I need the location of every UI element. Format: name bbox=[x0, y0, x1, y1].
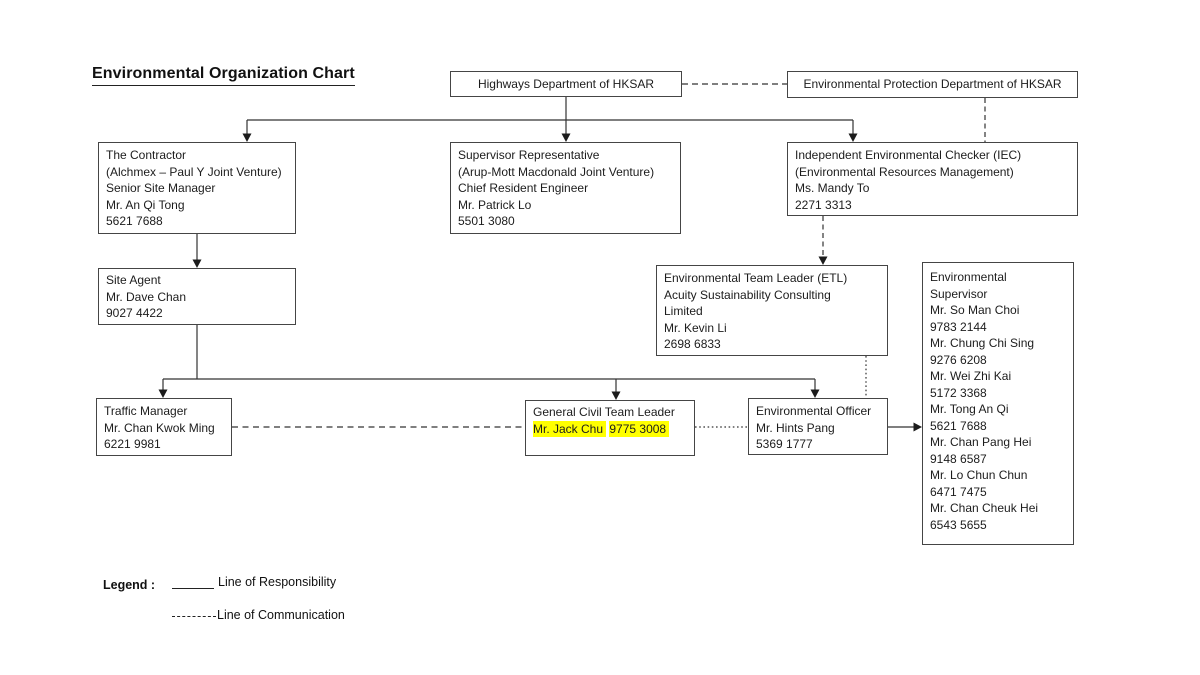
responsibility-line-top bbox=[246, 97, 854, 134]
node-environmental-officer: Environmental Officer Mr. Hints Pang 536… bbox=[748, 398, 888, 455]
node-role-label: General Civil Team Leader bbox=[533, 405, 675, 419]
highlighted-phone: 9775 3008 bbox=[609, 420, 670, 437]
node-label: Environmental Team Leader (ETL) Acuity S… bbox=[664, 271, 848, 351]
legend-responsibility-label: Line of Responsibility bbox=[218, 575, 337, 589]
arrowhead-etl bbox=[818, 256, 828, 265]
node-label: Site Agent Mr. Dave Chan 9027 4422 bbox=[106, 273, 187, 320]
node-environmental-supervisor: Environmental Supervisor Mr. So Man Choi… bbox=[922, 262, 1074, 545]
node-label: Independent Environmental Checker (IEC) … bbox=[795, 148, 1022, 212]
arrowhead-env-supervisor bbox=[913, 422, 922, 432]
node-environmental-protection-department: Environmental Protection Department of H… bbox=[787, 71, 1078, 98]
page-title: Environmental Organization Chart bbox=[92, 65, 355, 86]
legend-title: Legend : bbox=[103, 578, 156, 592]
node-independent-environmental-checker: Independent Environmental Checker (IEC) … bbox=[787, 142, 1078, 216]
highlighted-name: Mr. Jack Chu bbox=[533, 420, 607, 437]
node-traffic-manager: Traffic Manager Mr. Chan Kwok Ming 6221 … bbox=[96, 398, 232, 456]
node-site-agent: Site Agent Mr. Dave Chan 9027 4422 bbox=[98, 268, 296, 325]
node-general-civil-team-leader: General Civil Team Leader Mr. Jack Chu 9… bbox=[525, 400, 695, 456]
node-label: The Contractor (Alchmex – Paul Y Joint V… bbox=[106, 148, 282, 228]
node-label: Highways Department of HKSAR bbox=[477, 76, 655, 91]
legend-dashed-line-icon bbox=[172, 616, 216, 617]
arrowheads-row2 bbox=[242, 133, 858, 142]
legend-solid-line-icon bbox=[172, 588, 214, 589]
node-label: Supervisor Representative (Arup-Mott Mac… bbox=[458, 148, 655, 228]
node-label: Traffic Manager Mr. Chan Kwok Ming 6221 … bbox=[104, 404, 215, 451]
arrowhead-site-agent bbox=[192, 259, 202, 268]
legend-communication-label: Line of Communication bbox=[217, 608, 345, 622]
node-environmental-team-leader: Environmental Team Leader (ETL) Acuity S… bbox=[656, 265, 888, 356]
arrowheads-row4 bbox=[158, 389, 820, 400]
node-label: Environmental Supervisor Mr. So Man Choi… bbox=[930, 270, 1039, 532]
node-contractor: The Contractor (Alchmex – Paul Y Joint V… bbox=[98, 142, 296, 234]
node-supervisor-representative: Supervisor Representative (Arup-Mott Mac… bbox=[450, 142, 681, 234]
node-label: Environmental Protection Department of H… bbox=[803, 77, 1062, 92]
node-label: Environmental Officer Mr. Hints Pang 536… bbox=[756, 404, 872, 451]
node-highways-department: Highways Department of HKSAR bbox=[450, 71, 682, 97]
